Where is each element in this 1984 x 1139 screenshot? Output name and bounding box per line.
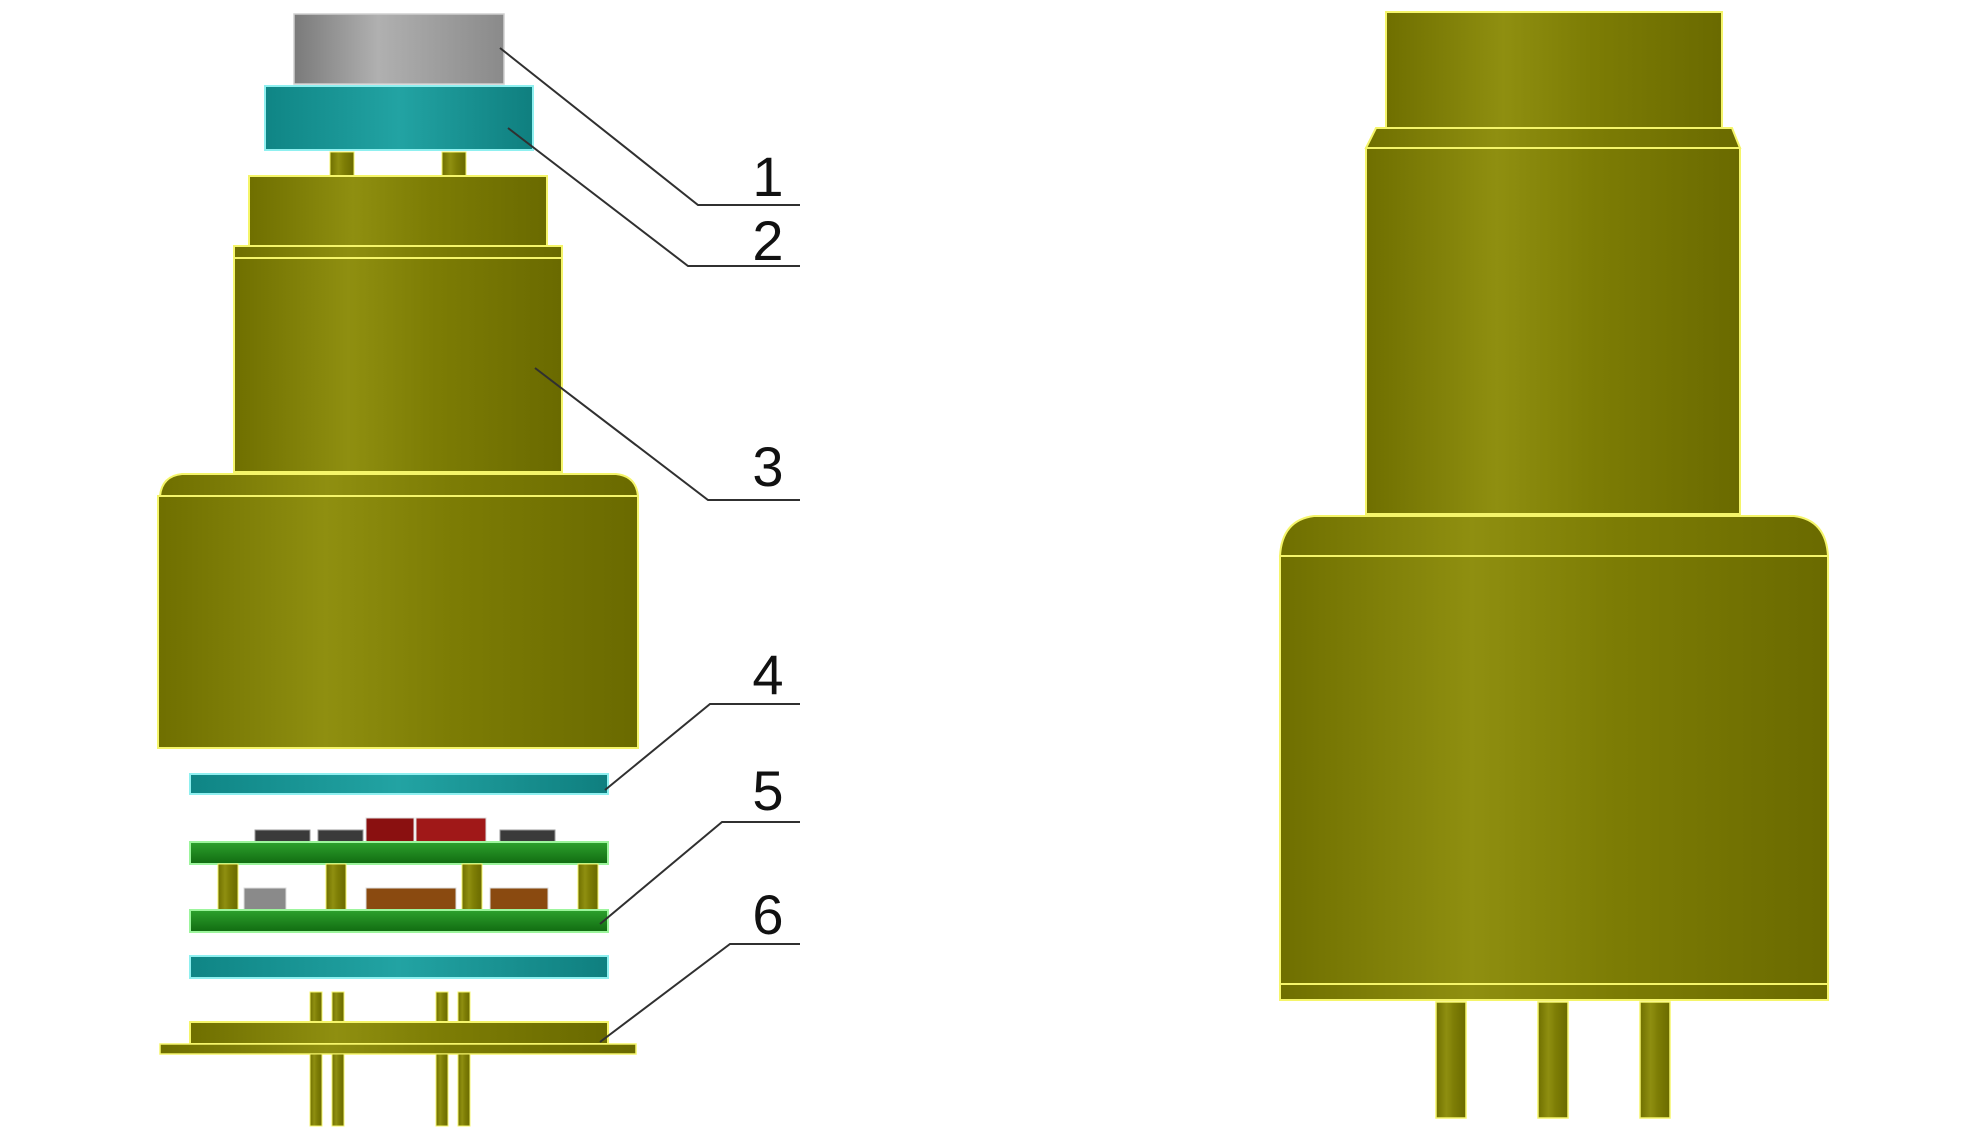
chip-component [415, 817, 487, 843]
chip-component [365, 887, 457, 911]
pcb-upper-board [189, 841, 609, 865]
assembled-middle-cylinder [1365, 147, 1741, 515]
chip-component [243, 887, 287, 911]
leader-line-4 [604, 703, 800, 791]
standoff [577, 863, 599, 911]
callout-label-4: 4 [752, 643, 783, 706]
housing-base-top-bevel [158, 473, 640, 497]
callout-label-3: 3 [752, 435, 783, 498]
part-5-pcb-assembly [189, 817, 609, 933]
callout-label-5: 5 [752, 759, 783, 822]
standoff [217, 863, 239, 911]
chip-component [254, 829, 311, 843]
callout-label-6: 6 [752, 883, 783, 946]
assembled-pin [1537, 1001, 1569, 1119]
base-flange [159, 1043, 637, 1055]
chip-component [365, 817, 415, 843]
base-pin-upper [331, 991, 345, 1023]
teal-lower-spacer [189, 955, 609, 979]
part-2-teal-disc [264, 85, 534, 151]
base-pin-lower [435, 1053, 449, 1127]
base-pin-lower [457, 1053, 471, 1127]
callouts [499, 47, 800, 1043]
chip-component [317, 829, 364, 843]
part-6-base [159, 991, 637, 1127]
leader-line-2 [507, 127, 800, 267]
housing-base-cylinder [157, 495, 639, 749]
base-pin-upper [309, 991, 323, 1023]
assembled-top-cylinder [1385, 11, 1723, 129]
pcb-lower-board [189, 909, 609, 933]
part-3-housing [157, 175, 640, 749]
exploded-view [157, 13, 640, 1127]
base-pin-lower [309, 1053, 323, 1127]
base-pin-lower [331, 1053, 345, 1127]
standoff [461, 863, 483, 911]
chip-component [499, 829, 556, 843]
assembled-base-ring [1279, 983, 1829, 1001]
connector-pin [441, 151, 467, 177]
assembled-view [1278, 11, 1830, 1119]
housing-top-cylinder [248, 175, 548, 247]
leader-line-6 [599, 943, 800, 1043]
connector-pin [329, 151, 355, 177]
assembled-pin [1435, 1001, 1467, 1119]
housing-shoulder [233, 245, 563, 259]
callout-numbers: 1 2 3 4 5 6 [752, 145, 783, 946]
assembled-base-bevel [1278, 515, 1830, 557]
base-pin-upper [457, 991, 471, 1023]
assembled-shoulder [1364, 127, 1742, 149]
leader-line-3 [534, 367, 800, 501]
leader-line-1 [499, 47, 800, 206]
assembled-base-cylinder [1279, 555, 1829, 985]
part-4-teal-spacer [189, 773, 609, 795]
part-1-filter-cap [293, 13, 505, 85]
base-plate [189, 1021, 609, 1045]
callout-label-2: 2 [752, 209, 783, 272]
base-pin-upper [435, 991, 449, 1023]
standoff [325, 863, 347, 911]
assembled-pin [1639, 1001, 1671, 1119]
callout-label-1: 1 [752, 145, 783, 208]
chip-component [489, 887, 549, 911]
leader-line-5 [599, 821, 800, 925]
housing-middle-cylinder [233, 257, 563, 473]
